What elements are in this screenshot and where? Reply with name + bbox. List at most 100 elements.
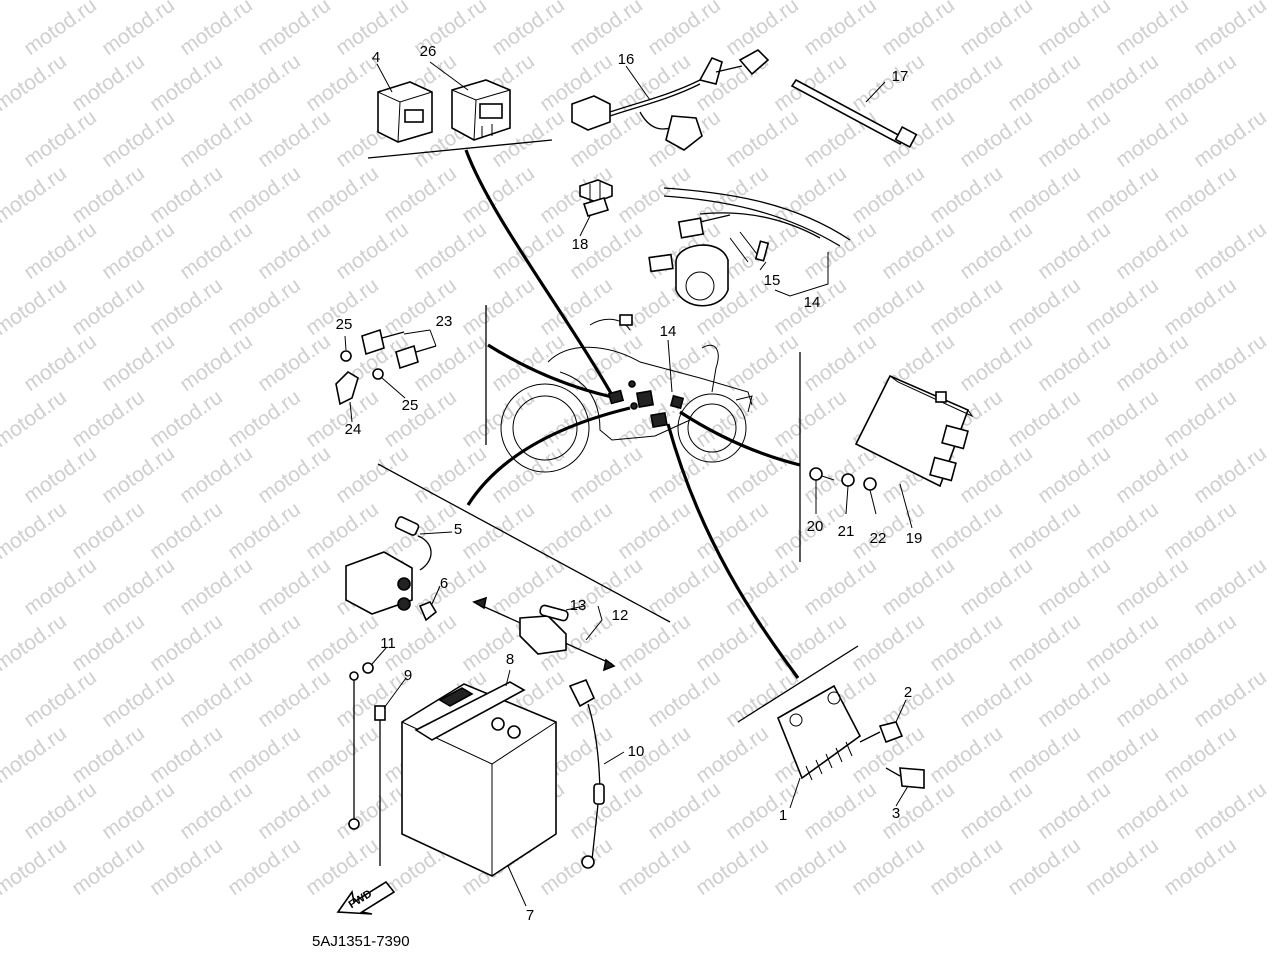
callout-25-lower: 25 bbox=[402, 397, 419, 414]
watermark-text: motod.ru bbox=[68, 274, 149, 340]
watermark-text: motod.ru bbox=[458, 162, 539, 228]
bolts-parts-2-3 bbox=[859, 721, 925, 789]
watermark-text: motod.ru bbox=[848, 610, 929, 676]
watermark-text: motod.ru bbox=[536, 498, 617, 564]
watermark-text: motod.ru bbox=[98, 666, 179, 732]
watermark-text: motod.ru bbox=[1082, 50, 1163, 116]
watermark-text: motod.ru bbox=[380, 274, 461, 340]
watermark-text: motod.ru bbox=[926, 834, 1007, 900]
watermark-text: motod.ru bbox=[536, 274, 617, 340]
watermark-text: motod.ru bbox=[722, 554, 803, 620]
callout-16: 16 bbox=[618, 51, 635, 68]
watermark-text: motod.ru bbox=[956, 218, 1037, 284]
watermark-text: motod.ru bbox=[332, 778, 413, 844]
watermark-text: motod.ru bbox=[20, 106, 101, 172]
callout-20: 20 bbox=[807, 518, 824, 535]
watermark-text: motod.ru bbox=[848, 274, 929, 340]
watermark-text: motod.ru bbox=[1082, 162, 1163, 228]
watermark-text: motod.ru bbox=[1160, 386, 1241, 452]
watermark-text: motod.ru bbox=[0, 274, 71, 340]
watermark-text: motod.ru bbox=[1190, 106, 1271, 172]
callout-7: 7 bbox=[526, 907, 534, 924]
callout-18: 18 bbox=[572, 236, 589, 253]
watermark-text: motod.ru bbox=[614, 162, 695, 228]
watermark-text: motod.ru bbox=[410, 218, 491, 284]
watermark-text: motod.ru bbox=[98, 778, 179, 844]
watermark-text: motod.ru bbox=[1112, 330, 1193, 396]
watermark-text: motod.ru bbox=[1160, 498, 1241, 564]
watermark-text: motod.ru bbox=[176, 218, 257, 284]
watermark-text: motod.ru bbox=[224, 274, 305, 340]
watermark-text: motod.ru bbox=[566, 0, 647, 60]
watermark-text: motod.ru bbox=[1190, 666, 1271, 732]
watermark-text: motod.ru bbox=[176, 554, 257, 620]
watermark-text: motod.ru bbox=[224, 722, 305, 788]
clamp-part-18 bbox=[579, 179, 613, 217]
watermark-text: motod.ru bbox=[20, 442, 101, 508]
watermark-text: motod.ru bbox=[1190, 218, 1271, 284]
watermark-text: motod.ru bbox=[644, 0, 725, 60]
watermark-text: motod.ru bbox=[224, 498, 305, 564]
cable-tie-part-17 bbox=[790, 78, 918, 149]
watermark-text: motod.ru bbox=[176, 0, 257, 60]
watermark-text: motod.ru bbox=[176, 106, 257, 172]
watermark-text: motod.ru bbox=[770, 386, 851, 452]
watermark-text: motod.ru bbox=[926, 498, 1007, 564]
watermark-text: motod.ru bbox=[302, 50, 383, 116]
watermark-text: motod.ru bbox=[800, 0, 881, 60]
watermark-text: motod.ru bbox=[1112, 0, 1193, 60]
switch-parts-12-13 bbox=[472, 596, 616, 672]
callout-17: 17 bbox=[892, 68, 909, 85]
watermark-text: motod.ru bbox=[926, 722, 1007, 788]
callout-2: 2 bbox=[904, 684, 912, 701]
watermark-layer: motod.rumotod.rumotod.rumotod.rumotod.ru… bbox=[0, 0, 1271, 900]
callout-22: 22 bbox=[870, 530, 887, 547]
callout-3: 3 bbox=[892, 805, 900, 822]
watermark-text: motod.ru bbox=[644, 778, 725, 844]
watermark-text: motod.ru bbox=[98, 218, 179, 284]
rectifier-part-1 bbox=[776, 684, 862, 781]
watermark-text: motod.ru bbox=[1082, 274, 1163, 340]
watermark-text: motod.ru bbox=[956, 778, 1037, 844]
watermark-text: motod.ru bbox=[176, 666, 257, 732]
watermark-text: motod.ru bbox=[0, 386, 71, 452]
watermark-text: motod.ru bbox=[332, 666, 413, 732]
watermark-text: motod.ru bbox=[458, 386, 539, 452]
watermark-text: motod.ru bbox=[722, 778, 803, 844]
watermark-text: motod.ru bbox=[380, 498, 461, 564]
watermark-text: motod.ru bbox=[0, 610, 71, 676]
watermark-text: motod.ru bbox=[692, 162, 773, 228]
watermark-text: motod.ru bbox=[956, 330, 1037, 396]
watermark-text: motod.ru bbox=[68, 610, 149, 676]
callout-26: 26 bbox=[420, 43, 437, 60]
watermark-text: motod.ru bbox=[1112, 666, 1193, 732]
watermark-text: motod.ru bbox=[410, 330, 491, 396]
watermark-text: motod.ru bbox=[1082, 498, 1163, 564]
callout-25-upper: 25 bbox=[336, 316, 353, 333]
callout-11: 11 bbox=[380, 635, 396, 652]
watermark-text: motod.ru bbox=[332, 442, 413, 508]
watermark-text: motod.ru bbox=[692, 722, 773, 788]
watermark-text: motod.ru bbox=[848, 50, 929, 116]
watermark-text: motod.ru bbox=[0, 498, 71, 564]
watermark-text: motod.ru bbox=[692, 610, 773, 676]
watermark-text: motod.ru bbox=[68, 50, 149, 116]
group-lines bbox=[367, 139, 859, 723]
watermark-text: motod.ru bbox=[1034, 330, 1115, 396]
watermark-text: motod.ru bbox=[176, 778, 257, 844]
callout-1: 1 bbox=[779, 807, 787, 824]
watermark-text: motod.ru bbox=[848, 162, 929, 228]
callout-15: 15 bbox=[764, 272, 781, 289]
watermark-text: motod.ru bbox=[878, 666, 959, 732]
watermark-text: motod.ru bbox=[1160, 834, 1241, 900]
watermark-text: motod.ru bbox=[302, 498, 383, 564]
watermark-text: motod.ru bbox=[146, 386, 227, 452]
watermark-text: motod.ru bbox=[488, 330, 569, 396]
watermark-text: motod.ru bbox=[722, 0, 803, 60]
watermark-text: motod.ru bbox=[692, 834, 773, 900]
starter-relay-part-5 bbox=[345, 516, 438, 622]
watermark-text: motod.ru bbox=[146, 722, 227, 788]
watermark-text: motod.ru bbox=[1082, 834, 1163, 900]
watermark-text: motod.ru bbox=[98, 554, 179, 620]
watermark-text: motod.ru bbox=[254, 778, 335, 844]
